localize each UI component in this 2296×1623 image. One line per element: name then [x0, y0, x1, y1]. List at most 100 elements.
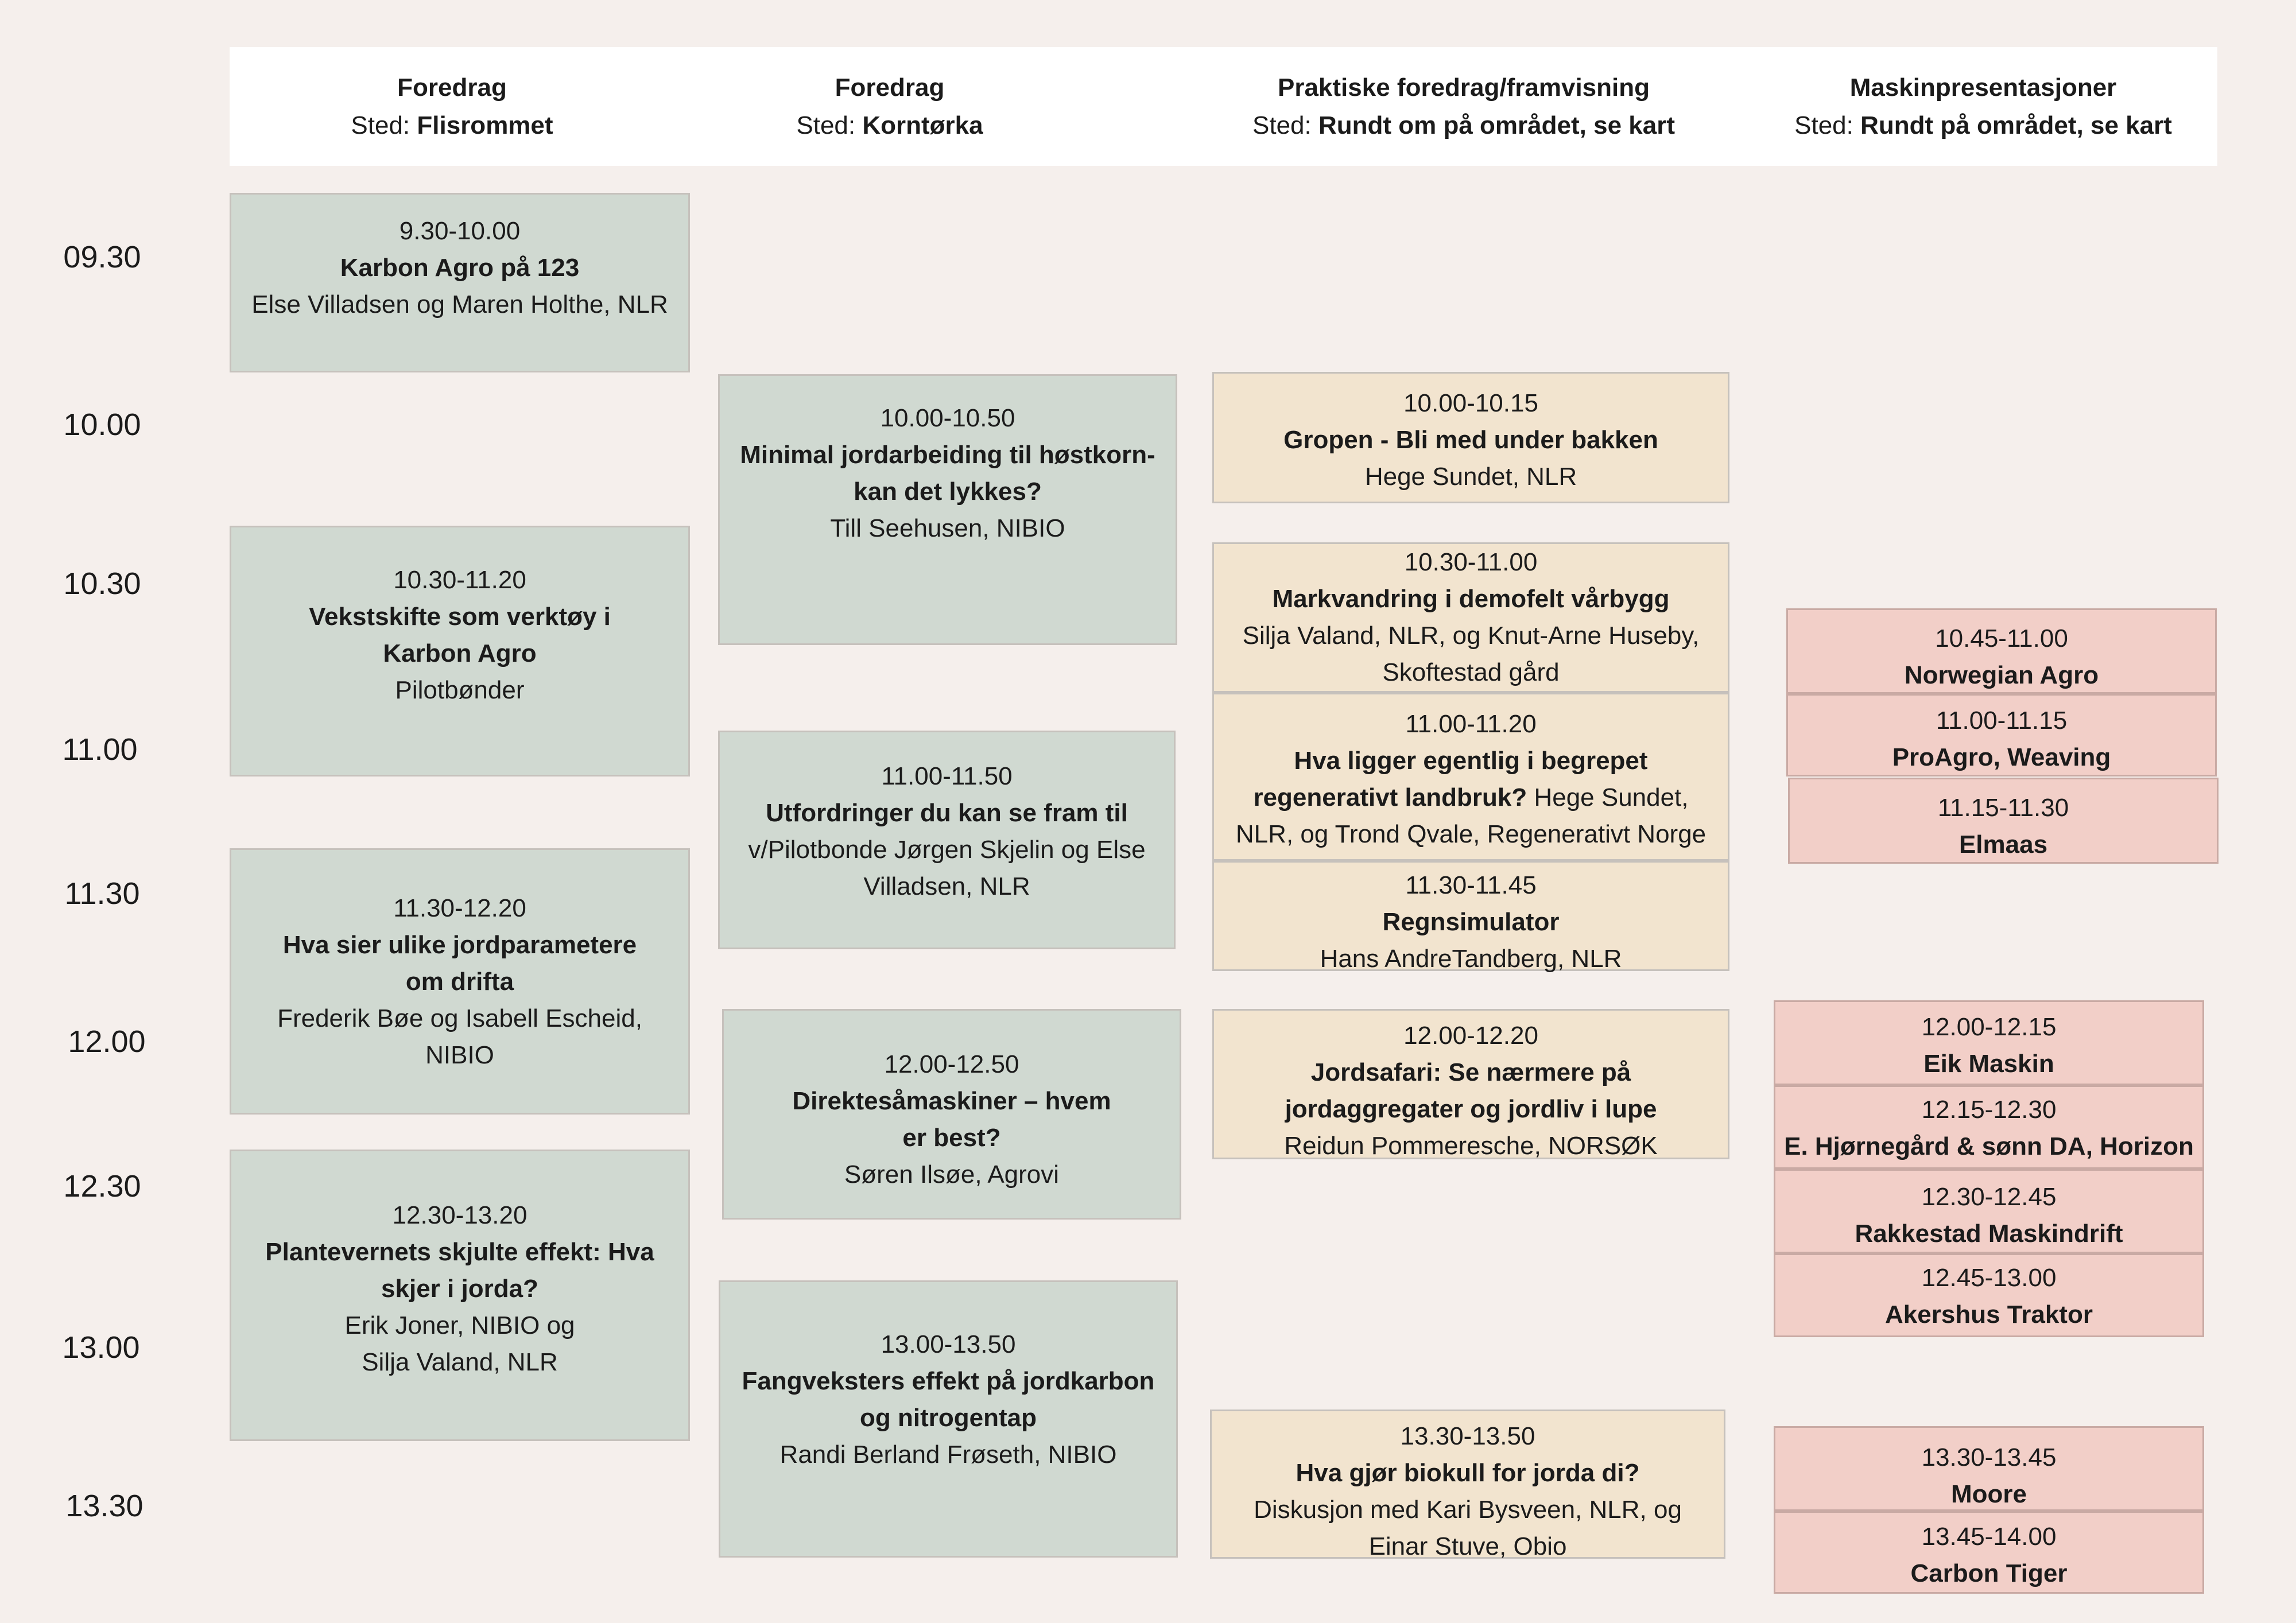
session-title-line2: om drifta [405, 968, 514, 996]
session-title-line1: Plantevernets skjulte effekt: Hva [265, 1238, 654, 1266]
session-speaker-line2: NIBIO [425, 1041, 494, 1069]
machine-title: Eik Maskin [1923, 1050, 2054, 1078]
machine-title: Norwegian Agro [1904, 661, 2099, 689]
session-time: 12.00-12.50 [884, 1050, 1019, 1078]
session-title: Gropen - Bli med under bakken [1283, 426, 1658, 454]
session-karbon-agro: 9.30-10.00 Karbon Agro på 123 Else Villa… [230, 193, 690, 372]
machine-time: 12.00-12.15 [1921, 1013, 2057, 1041]
column-title: Foredrag [397, 73, 507, 102]
machine-title: Carbon Tiger [1910, 1559, 2068, 1587]
session-time: 10.00-10.15 [1403, 389, 1538, 417]
column-place: Sted: Rundt på området, se kart [1794, 111, 2172, 139]
session-utfordringer: 11.00-11.50 Utfordringer du kan se fram … [718, 731, 1176, 949]
column-title: Maskinpresentasjoner [1849, 73, 2117, 102]
session-time: 9.30-10.00 [399, 217, 521, 245]
machine-time: 11.15-11.30 [1937, 794, 2069, 822]
column-place: Sted: Rundt om på området, se kart [1252, 111, 1675, 139]
column-header-maskin: Maskinpresentasjoner Sted: Rundt på områ… [1768, 47, 2198, 166]
machine-rakkestad: 12.30-12.45 Rakkestad Maskindrift [1774, 1169, 2204, 1253]
time-label-1000: 10.00 [63, 407, 141, 442]
session-title-line1: Hva sier ulike jordparametere [282, 931, 637, 959]
time-label-1100: 11.00 [62, 732, 138, 767]
session-title-line1: Hva ligger egentlig i begrepet [1294, 747, 1648, 775]
session-title-line2: kan det lykkes? [854, 477, 1042, 506]
time-label-1130: 11.30 [64, 876, 140, 911]
column-place: Sted: Flisrommet [351, 111, 553, 139]
machine-title: Rakkestad Maskindrift [1855, 1220, 2123, 1248]
session-speaker-line1: v/Pilotbonde Jørgen Skjelin og Else [748, 836, 1146, 864]
column-place: Sted: Korntørka [796, 111, 983, 139]
machine-title: E. Hjørnegård & sønn DA, Horizon [1784, 1132, 2194, 1160]
session-title: Utfordringer du kan se fram til [766, 799, 1128, 827]
session-jordsafari: 12.00-12.20 Jordsafari: Se nærmere på jo… [1212, 1009, 1729, 1160]
session-time: 11.30-11.45 [1405, 871, 1537, 899]
column-title: Praktiske foredrag/framvisning [1277, 73, 1650, 102]
session-time: 12.30-13.20 [392, 1201, 528, 1229]
session-gropen: 10.00-10.15 Gropen - Bli med under bakke… [1212, 372, 1729, 503]
time-label-1230: 12.30 [63, 1169, 141, 1203]
session-time: 11.30-12.20 [393, 894, 526, 922]
session-jordparametere: 11.30-12.20 Hva sier ulike jordparameter… [230, 848, 690, 1115]
session-title: Regnsimulator [1382, 908, 1560, 936]
session-minimal-jordarbeiding: 10.00-10.50 Minimal jordarbeiding til hø… [718, 374, 1177, 645]
session-time: 12.00-12.20 [1403, 1022, 1538, 1050]
session-time: 13.00-13.50 [881, 1330, 1016, 1358]
column-title: Foredrag [835, 73, 945, 102]
session-speaker-line2: Skoftestad gård [1382, 658, 1560, 686]
machine-norwegian-agro: 10.45-11.00 Norwegian Agro [1786, 608, 2217, 694]
session-title-line1: Fangveksters effekt på jordkarbon [742, 1367, 1155, 1395]
column-header-korntorka: Foredrag Sted: Korntørka [674, 47, 1105, 166]
session-speaker: Søren Ilsøe, Agrovi [844, 1160, 1060, 1189]
session-vekstskifte: 10.30-11.20 Vekstskifte som verktøy i Ka… [230, 526, 690, 776]
session-markvandring: 10.30-11.00 Markvandring i demofelt vårb… [1212, 542, 1729, 693]
time-label-1030: 10.30 [63, 566, 141, 601]
session-plantevern: 12.30-13.20 Plantevernets skjulte effekt… [230, 1150, 690, 1441]
session-title: Karbon Agro på 123 [340, 254, 580, 282]
session-speaker: Hans AndreTandberg, NLR [1320, 945, 1622, 973]
session-speaker-line2: Einar Stuve, Obio [1368, 1532, 1567, 1560]
session-speaker-line1: Diskusjon med Kari Bysveen, NLR, og [1254, 1496, 1682, 1524]
session-speaker-line1: Silja Valand, NLR, og Knut-Arne Huseby, [1242, 622, 1700, 650]
time-label-1330: 13.30 [65, 1489, 144, 1523]
session-title: Markvandring i demofelt vårbygg [1272, 585, 1670, 613]
machine-time: 10.45-11.00 [1935, 624, 2068, 653]
session-title-line2: og nitrogentap [860, 1404, 1037, 1432]
machine-title: Akershus Traktor [1885, 1300, 2093, 1329]
session-title-line2-row: regenerativt landbruk? Hege Sundet, [1253, 779, 1688, 816]
session-direktesamaskiner: 12.00-12.50 Direktesåmaskiner – hvem er … [722, 1009, 1181, 1220]
time-label-1300: 13.00 [62, 1330, 140, 1365]
session-speaker-line1: Frederik Bøe og Isabell Escheid, [277, 1004, 642, 1032]
machine-title: Moore [1951, 1480, 2027, 1508]
session-regenerativt: 11.00-11.20 Hva ligger egentlig i begrep… [1212, 693, 1729, 861]
session-speaker: Hege Sundet, NLR [1364, 463, 1577, 491]
machine-time: 13.45-14.00 [1921, 1523, 2057, 1551]
machine-proagro-weaving: 11.00-11.15 ProAgro, Weaving [1786, 694, 2217, 776]
session-time: 10.30-11.00 [1404, 548, 1538, 576]
machine-carbon-tiger: 13.45-14.00 Carbon Tiger [1774, 1511, 2204, 1594]
session-title-line1: Minimal jordarbeiding til høstkorn- [740, 441, 1155, 469]
header-bar [230, 47, 2217, 166]
session-title-line1: Vekstskifte som verktøy i [309, 603, 611, 631]
session-time: 10.30-11.20 [393, 566, 526, 594]
session-title-line2: skjer i jorda? [381, 1275, 538, 1303]
session-speaker: Pilotbønder [395, 676, 525, 704]
session-title-line2: Karbon Agro [383, 639, 537, 667]
column-header-praktisk: Praktiske foredrag/framvisning Sted: Run… [1177, 47, 1751, 166]
time-label-0930: 09.30 [63, 240, 141, 274]
machine-eik-maskin: 12.00-12.15 Eik Maskin [1774, 1000, 2204, 1085]
session-title-line2: er best? [902, 1124, 1001, 1152]
session-biokull: 13.30-13.50 Hva gjør biokull for jorda d… [1210, 1410, 1725, 1560]
machine-title: ProAgro, Weaving [1892, 743, 2111, 771]
machine-time: 11.00-11.15 [1936, 706, 2068, 735]
session-speaker: Reidun Pommeresche, NORSØK [1284, 1132, 1658, 1160]
session-title-line2: jordaggregater og jordliv i lupe [1285, 1095, 1657, 1123]
machine-title: Elmaas [1958, 830, 2048, 859]
session-time: 11.00-11.50 [881, 762, 1013, 790]
session-speaker: Randi Berland Frøseth, NIBIO [779, 1440, 1117, 1469]
machine-moore: 13.30-13.45 Moore [1774, 1426, 2204, 1511]
session-regnsimulator: 11.30-11.45 Regnsimulator Hans AndreTand… [1212, 861, 1729, 973]
machine-time: 12.15-12.30 [1921, 1096, 2057, 1124]
machine-time: 13.30-13.45 [1921, 1443, 2057, 1471]
session-title-line1: Jordsafari: Se nærmere på [1310, 1058, 1631, 1086]
